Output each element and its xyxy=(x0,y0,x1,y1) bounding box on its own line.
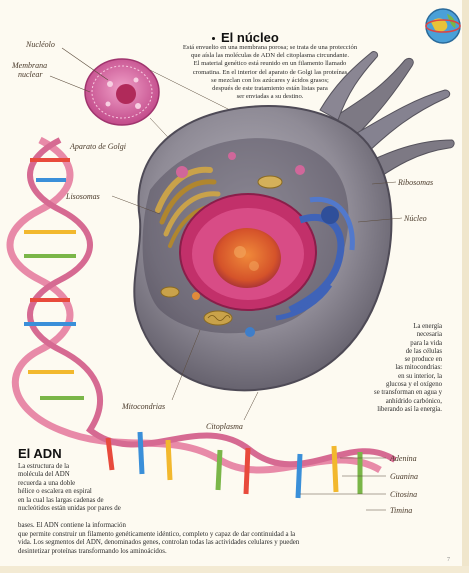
label-mitocondrias: Mitocondrias xyxy=(122,402,165,411)
label-nucleo: Núcleo xyxy=(404,214,427,223)
globe-icon xyxy=(423,6,463,46)
label-aparato-golgi: Aparato de Golgi xyxy=(70,142,126,151)
eukaryotic-cell xyxy=(134,106,391,390)
adn-paragraph-mid: bases. El ADN contiene la información xyxy=(18,522,138,530)
nucleo-title: El núcleo xyxy=(212,30,279,45)
energia-paragraph: La energía necesaria para la vida de las… xyxy=(368,323,442,414)
label-membrana-1: Membrana xyxy=(12,61,47,70)
adn-paragraph-long: que permite construir un filamento genét… xyxy=(18,531,438,556)
nucleo-paragraph: Está envuelto en una membrana porosa; se… xyxy=(138,44,402,101)
label-timina: Timina xyxy=(390,506,412,515)
adn-paragraph-short: La estructura de la molécula del ADN rec… xyxy=(18,463,134,513)
page-number: 7 xyxy=(447,557,450,563)
label-adenina: Adenina xyxy=(390,454,417,463)
label-guanina: Guanina xyxy=(390,472,418,481)
label-citosina: Citosina xyxy=(390,490,417,499)
adn-title: El ADN xyxy=(18,446,62,461)
label-ribosomas: Ribosomas xyxy=(398,178,433,187)
label-lisosomas: Lisosomas xyxy=(66,192,100,201)
nucleus xyxy=(180,194,316,310)
label-membrana-2: nuclear xyxy=(18,70,42,79)
label-citoplasma: Citoplasma xyxy=(206,422,243,431)
label-nucleolo: Nucléolo xyxy=(26,40,55,49)
